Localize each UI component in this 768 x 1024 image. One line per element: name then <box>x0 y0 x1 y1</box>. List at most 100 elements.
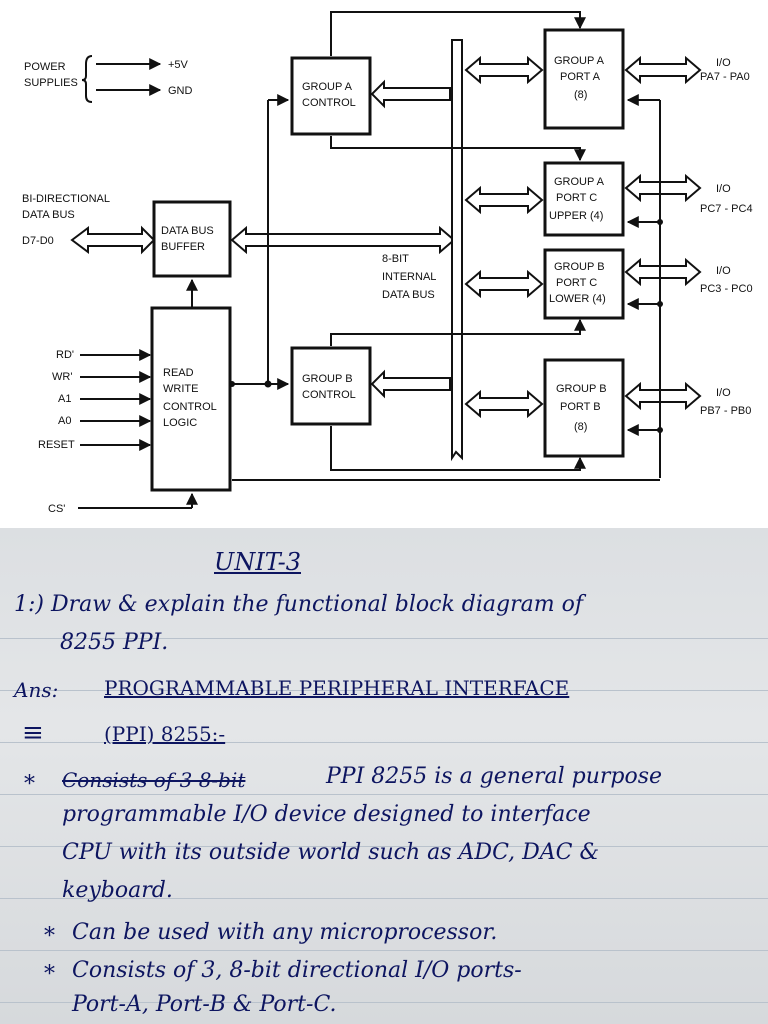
ruled-line <box>0 950 768 951</box>
bullet-1-line-2: programmable I/O device designed to inte… <box>62 802 591 827</box>
port-c-lower-block <box>543 248 625 320</box>
data-bus-buffer-block <box>152 200 232 278</box>
bullet-1-line-4: keyboard. <box>62 878 173 903</box>
d-bus-arrow <box>70 225 156 255</box>
rw-label-4: LOGIC <box>163 417 197 429</box>
ctrl-b-to-port-c-lower <box>330 318 586 346</box>
answer-mark: Ans: <box>14 678 59 702</box>
bullet-3-line-2: Port-A, Port-B & Port-C. <box>72 992 337 1017</box>
port-a-label-1: GROUP A <box>554 55 605 67</box>
unit-title: UNIT-3 <box>214 548 301 576</box>
struck-text: Consists of 3 8-bit <box>62 768 246 792</box>
bus-port-c-lower-arrow <box>464 269 544 299</box>
port-c-upper-block <box>543 161 625 237</box>
rail-dot <box>657 219 663 225</box>
heading-line-2: (PPI) 8255:- <box>104 722 226 746</box>
rail-dot-2 <box>657 301 663 307</box>
io-pb-label: I/O <box>716 387 731 399</box>
ctrl-b-to-port-b <box>330 426 586 471</box>
io-pcu-pins: PC7 - PC4 <box>700 203 753 215</box>
signal-a0: A0 <box>58 415 71 427</box>
signal-wr: WR' <box>52 371 72 383</box>
port-cu-label-2: PORT C <box>556 192 597 204</box>
bus-label-3: DATA BUS <box>382 289 435 301</box>
bus-port-c-upper-arrow <box>464 185 544 215</box>
io-pa-arrow <box>624 55 702 85</box>
bus-to-ctrl-b-arrow <box>370 369 451 399</box>
power-label: POWER <box>24 61 66 73</box>
port-cl-label-2: PORT C <box>556 277 597 289</box>
buffer-bus-arrow <box>230 225 456 255</box>
read-write-control-block <box>150 306 232 492</box>
question-line-1: 1:) Draw & explain the functional block … <box>14 592 583 617</box>
bullet-star: * <box>44 924 55 949</box>
port-a-label-3: (8) <box>574 89 587 101</box>
buffer-label-2: BUFFER <box>161 241 205 253</box>
ruled-line <box>0 794 768 795</box>
rail-dot-3 <box>657 427 663 433</box>
port-b-label-2: PORT B <box>560 401 601 413</box>
ruled-line <box>0 898 768 899</box>
port-a-block <box>543 28 625 130</box>
port-b-label-1: GROUP B <box>556 383 607 395</box>
ctrl-a-to-port-c-upper <box>330 136 586 162</box>
group-b-control-block <box>290 346 372 426</box>
equivalence-mark: ≡ <box>22 718 44 748</box>
bus-label-2: INTERNAL <box>382 271 436 283</box>
databus-pins: D7-D0 <box>22 235 54 247</box>
bullet-3-line-1: Consists of 3, 8-bit directional I/O por… <box>72 958 522 983</box>
question-line-2: 8255 PPI. <box>60 630 169 655</box>
ruled-line <box>0 638 768 639</box>
bullet-star: * <box>24 772 35 797</box>
databus-label-2: DATA BUS <box>22 209 75 221</box>
port-cl-label-3: LOWER (4) <box>549 293 606 305</box>
io-pa-pins: PA7 - PA0 <box>700 71 750 83</box>
port-a-label-2: PORT A <box>560 71 601 83</box>
ruled-line <box>0 846 768 847</box>
bullet-2: Can be used with any microprocessor. <box>72 920 498 945</box>
io-pb-pins: PB7 - PB0 <box>700 405 751 417</box>
signal-reset: RESET <box>38 439 75 451</box>
ruled-line <box>0 690 768 691</box>
vcc-label: +5V <box>168 59 189 71</box>
io-pcu-arrow <box>624 173 702 203</box>
databus-label: BI-DIRECTIONAL <box>22 193 110 205</box>
bus-port-a-arrow <box>464 55 544 85</box>
internal-data-bus <box>451 39 463 462</box>
bus-port-b-arrow <box>464 389 544 419</box>
junction-dot-2 <box>229 381 235 387</box>
grp-a-ctrl-label-1: GROUP A <box>302 81 353 93</box>
io-pa-label: I/O <box>716 57 731 69</box>
rw-label-2: WRITE <box>163 383 198 395</box>
power-label-2: SUPPLIES <box>24 77 78 89</box>
ctrl-a-to-port-a <box>330 11 586 56</box>
heading-line-1: PROGRAMMABLE PERIPHERAL INTERFACE <box>104 676 570 700</box>
io-pcu-label: I/O <box>716 183 731 195</box>
grp-b-ctrl-label-1: GROUP B <box>302 373 353 385</box>
bullet-1-line-1: PPI 8255 is a general purpose <box>326 764 663 789</box>
buffer-label: DATA BUS <box>161 225 214 237</box>
port-cu-label-3: UPPER (4) <box>549 210 603 222</box>
bullet-star: * <box>44 962 55 987</box>
ruled-line <box>0 742 768 743</box>
junction-dot <box>264 380 272 388</box>
signal-a1: A1 <box>58 393 71 405</box>
group-a-control-block <box>290 56 372 136</box>
io-pb-arrow <box>624 381 702 411</box>
io-pcl-arrow <box>624 257 702 287</box>
ruled-line <box>0 1002 768 1003</box>
grp-a-ctrl-label-2: CONTROL <box>302 97 356 109</box>
signal-cs: CS' <box>48 503 65 515</box>
bus-label-1: 8-BIT <box>382 253 409 265</box>
signal-rd: RD' <box>56 349 74 361</box>
rw-label-1: READ <box>163 367 194 379</box>
port-cl-label-1: GROUP B <box>554 261 605 273</box>
block-diagram: POWER SUPPLIES +5V GND BI-DIRECTIONAL DA… <box>22 11 753 515</box>
port-cu-label-1: GROUP A <box>554 176 605 188</box>
bus-to-ctrl-a-arrow <box>370 79 451 109</box>
io-pcl-label: I/O <box>716 265 731 277</box>
power-brace <box>81 55 93 103</box>
port-b-label-3: (8) <box>574 421 587 433</box>
gnd-label: GND <box>168 85 193 97</box>
handwritten-notes: UNIT-3 1:) Draw & explain the functional… <box>0 528 768 1024</box>
